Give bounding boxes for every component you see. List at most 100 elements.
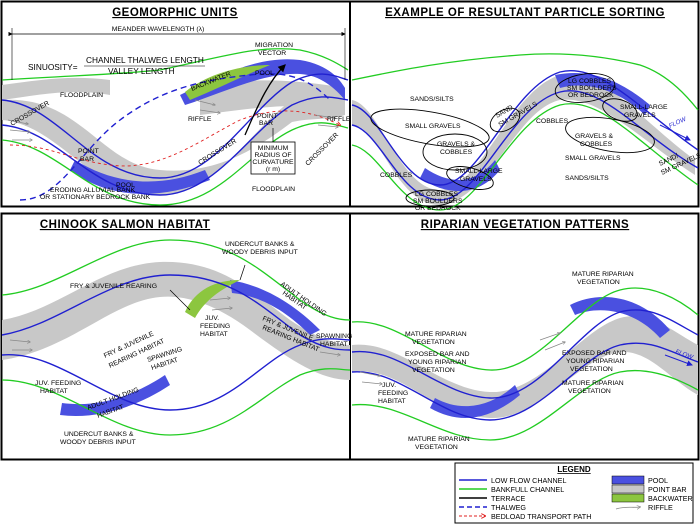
sorting-lg-top-3: OR BEDROCK bbox=[568, 92, 614, 99]
point-bar-left-label-2: BAR bbox=[80, 156, 94, 163]
sorting-small-gravels-top: SMALL GRAVELS bbox=[405, 123, 461, 130]
sinuosity-label: SINUOSITY= bbox=[28, 62, 78, 72]
legend-terrace: TERRACE bbox=[491, 494, 526, 503]
migration-vector-arrow bbox=[244, 64, 286, 136]
salmon-grey-band bbox=[2, 261, 350, 380]
riparian-mature-bottom-2: VEGETATION bbox=[415, 444, 458, 451]
sorting-cobbles-right: COBBLES bbox=[536, 118, 569, 125]
title-sorting: EXAMPLE OF RESULTANT PARTICLE SORTING bbox=[385, 7, 665, 19]
legend-swatch-backwater bbox=[611, 493, 645, 503]
salmon-fry-rearing: FRY & JUVENILE REARING bbox=[70, 283, 157, 290]
sorting-lg-top-1: LG COBBLES bbox=[568, 78, 612, 85]
salmon-juv-feeding-top-2: FEEDING bbox=[200, 323, 230, 330]
sorting-lg-top-2: SM BOULDERS bbox=[567, 85, 617, 92]
sorting-cobbles-left: COBBLES bbox=[380, 172, 413, 179]
sorting-pool-top bbox=[555, 73, 650, 115]
crossover-right-label: CROSSOVER bbox=[304, 132, 340, 168]
riparian-exposed-l-3: VEGETATION bbox=[412, 367, 455, 374]
salmon-juv-feeding-left-1: JUV. FEEDING bbox=[35, 380, 81, 387]
salmon-juv-feeding-top-3: HABITAT bbox=[200, 331, 228, 338]
legend-low-flow: LOW FLOW CHANNEL bbox=[491, 476, 566, 485]
riffle-right-label: RIFFLE bbox=[327, 116, 351, 123]
riparian-mature-tl-2: VEGETATION bbox=[412, 339, 455, 346]
sorting-gravels-cobbles-r-2: COBBLES bbox=[580, 141, 613, 148]
sorting-grey-band bbox=[352, 73, 695, 205]
sinuosity-denominator: VALLEY LENGTH bbox=[108, 66, 175, 76]
salmon-undercut-top-1: UNDERCUT BANKS & bbox=[225, 241, 295, 248]
salmon-backwater bbox=[185, 280, 240, 318]
eroding-bank-2: OR STATIONARY BEDROCK BANK bbox=[40, 194, 151, 201]
salmon-undercut-top-2: WOODY DEBRIS INPUT bbox=[222, 249, 298, 256]
legend-backwater: BACKWATER bbox=[648, 494, 693, 503]
sorting-small-large-r-1: SMALL-LARGE bbox=[620, 104, 668, 111]
riparian-channel bbox=[351, 287, 699, 441]
bankfull-top bbox=[1, 48, 349, 81]
legend-point-bar: POINT BAR bbox=[648, 485, 687, 494]
low-flow-top bbox=[1, 73, 349, 179]
riparian-exposed-r-3: VEGETATION bbox=[570, 366, 613, 373]
pool-bottom bbox=[70, 160, 210, 194]
bedload-path bbox=[9, 110, 340, 167]
eroding-bank-1: ERODING ALLUVIAL BANK bbox=[50, 187, 136, 194]
riparian-exposed-r-1: EXPOSED BAR AND bbox=[562, 350, 627, 357]
floodplain-bottom-label: FLOODPLAIN bbox=[252, 186, 295, 193]
sorting-channel bbox=[351, 53, 699, 211]
title-salmon: CHINOOK SALMON HABITAT bbox=[40, 219, 210, 231]
sorting-lg-bottom-3: OR BEDROCK bbox=[415, 205, 461, 212]
sorting-sands-top: SANDS/SILTS bbox=[410, 96, 454, 103]
pool-top bbox=[180, 59, 345, 105]
legend-bankfull: BANKFULL CHANNEL bbox=[491, 485, 564, 494]
min-radius-4: (r m) bbox=[266, 166, 280, 173]
point-bar-left-label-1: POINT bbox=[78, 148, 99, 155]
sorting-gravels-cobbles-1: GRAVELS & bbox=[437, 141, 475, 148]
riffle-band-left bbox=[2, 77, 110, 100]
pool-bottom-label: POOL bbox=[116, 182, 135, 189]
legend-swatch-riffle bbox=[615, 507, 640, 509]
title-riparian: RIPARIAN VEGETATION PATTERNS bbox=[421, 219, 629, 231]
legend-swatch-pool bbox=[611, 475, 645, 485]
riparian-juv-feeding-3: HABITAT bbox=[378, 398, 406, 405]
riparian-mature-bottom-1: MATURE RIPARIAN bbox=[408, 436, 470, 443]
sorting-small-large-r-2: GRAVELS bbox=[624, 112, 656, 119]
riparian-exposed-l-1: EXPOSED BAR AND bbox=[405, 351, 470, 358]
riparian-mature-r-2: VEGETATION bbox=[568, 388, 611, 395]
vector-label: VECTOR bbox=[258, 50, 286, 57]
riparian-exposed-l-2: YOUNG RIPARIAN bbox=[408, 359, 467, 366]
low-flow-bottom bbox=[1, 96, 349, 196]
thalweg-line bbox=[19, 73, 331, 201]
riparian-mature-tl-1: MATURE RIPARIAN bbox=[405, 331, 467, 338]
legend-thalweg: THALWEG bbox=[491, 503, 526, 512]
salmon-juv-feeding-top-1: JUV. bbox=[205, 315, 219, 322]
floodplain-top-label: FLOODPLAIN bbox=[60, 92, 103, 99]
salmon-channel bbox=[1, 239, 351, 436]
riparian-mature-r-1: MATURE RIPARIAN bbox=[562, 380, 624, 387]
riparian-juv-feeding-1: JUV. bbox=[382, 382, 396, 389]
sorting-lg-bottom-1: LG COBBLES bbox=[415, 191, 459, 198]
legend-pool: POOL bbox=[648, 476, 668, 485]
riparian-exposed-r-2: YOUNG RIPARIAN bbox=[566, 358, 625, 365]
sinuosity-numerator: CHANNEL THALWEG LENGTH bbox=[86, 55, 204, 65]
wavelength-label: MEANDER WAVELENGTH (λ) bbox=[112, 26, 205, 33]
sorting-gravels-cobbles-2: COBBLES bbox=[440, 149, 473, 156]
min-radius-1: MINIMUM bbox=[258, 145, 289, 152]
salmon-undercut-bottom-2: WOODY DEBRIS INPUT bbox=[60, 439, 136, 446]
sorting-small-large-1: SMALL-LARGE bbox=[455, 168, 503, 175]
backwater-patch bbox=[185, 65, 270, 100]
riparian-juv-feeding-2: FEEDING bbox=[378, 390, 408, 397]
riffle-left-label: RIFFLE bbox=[188, 116, 212, 123]
riparian-mature-tr-2: VEGETATION bbox=[577, 279, 620, 286]
point-bar-right-label-2: BAR bbox=[259, 120, 273, 127]
sorting-sands-bottom: SANDS/SILTS bbox=[565, 175, 609, 182]
crossover-mid-label: CROSSOVER bbox=[197, 138, 238, 167]
sorting-gravels-cobbles-r-1: GRAVELS & bbox=[575, 133, 613, 140]
sorting-small-large-2: GRAVELS bbox=[460, 176, 492, 183]
legend-bedload: BEDLOAD TRANSPORT PATH bbox=[491, 512, 591, 521]
legend-title: LEGEND bbox=[557, 465, 591, 474]
top-channel bbox=[1, 48, 349, 206]
title-geomorphic: GEOMORPHIC UNITS bbox=[112, 7, 238, 19]
min-radius-2: RADIUS OF bbox=[254, 152, 291, 159]
legend-swatch-point-bar bbox=[611, 484, 645, 494]
salmon-juv-feeding-left-2: HABITAT bbox=[40, 388, 68, 395]
